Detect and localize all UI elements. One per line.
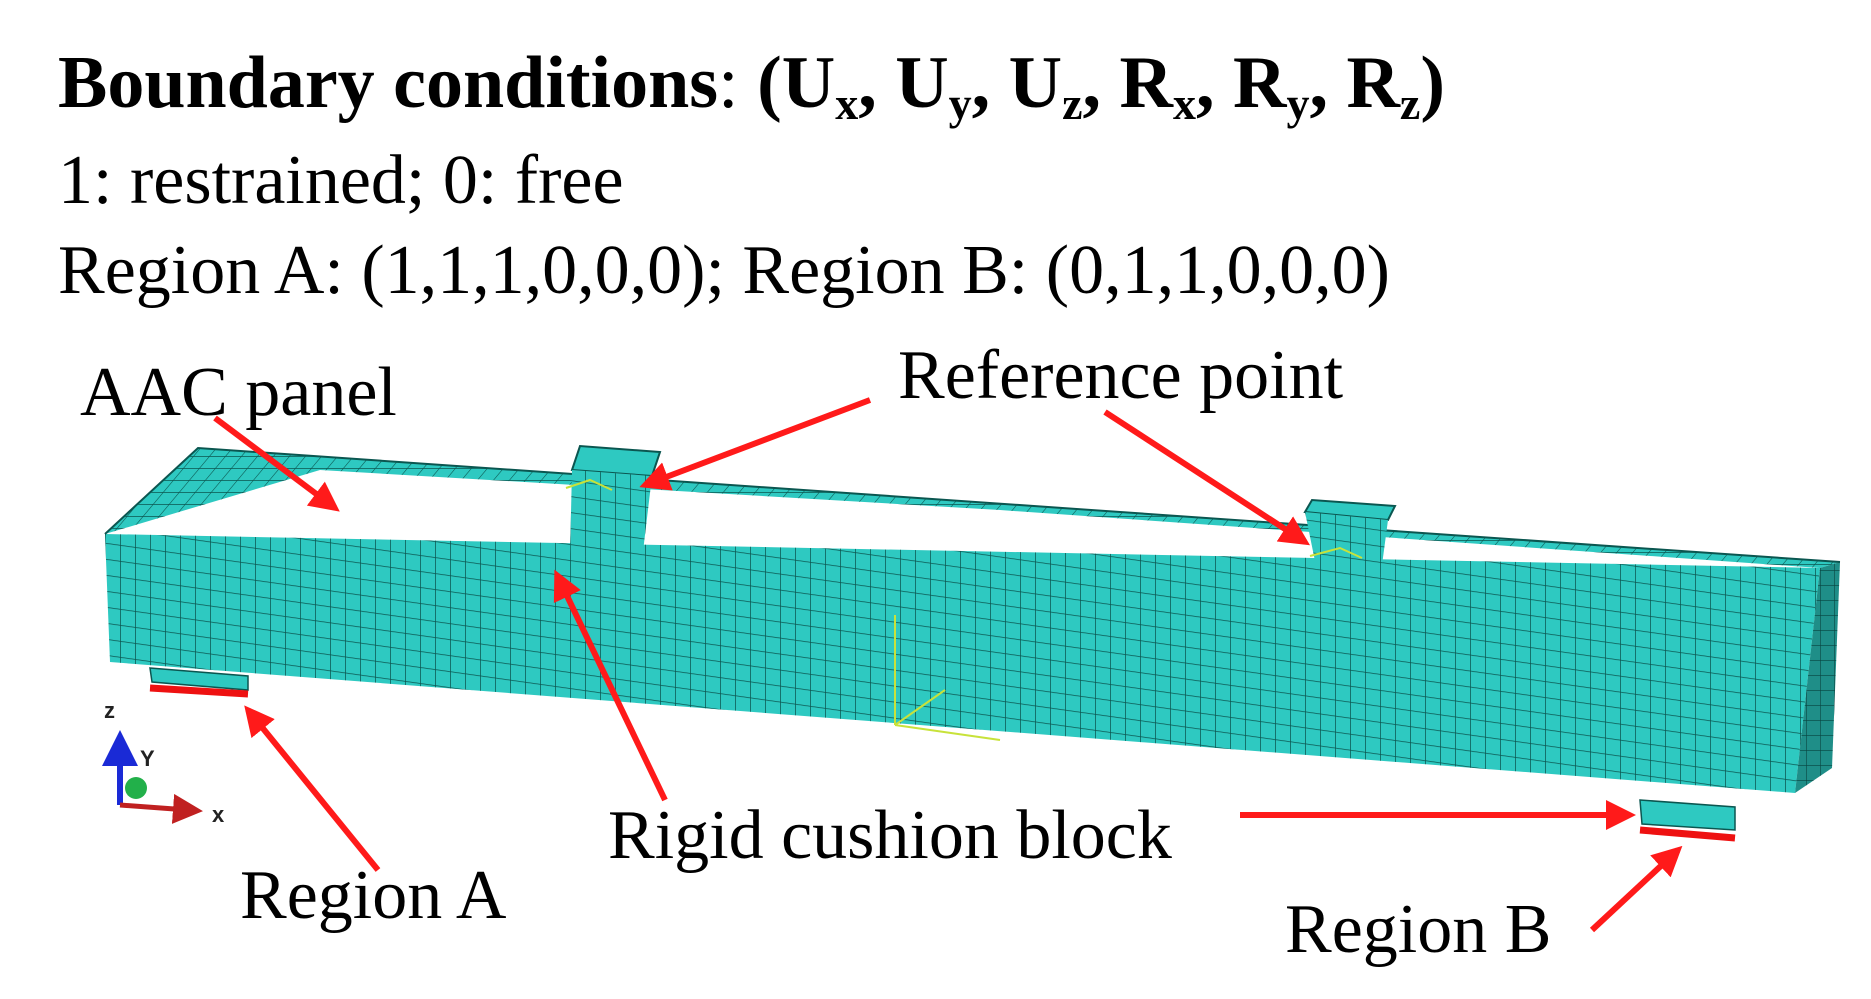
arrow-reference-point-right xyxy=(1103,409,1311,546)
dof-base: R xyxy=(1233,42,1287,124)
label-region-b: Region B xyxy=(1285,891,1551,968)
loading-block-right xyxy=(1303,498,1397,640)
arrow-reference-point-left xyxy=(639,397,872,491)
boundary-conditions-title: Boundary conditions: (Ux, Uy, Uz, Rx, Ry… xyxy=(58,40,1445,127)
dof-sep: , xyxy=(858,42,896,124)
arrow-region-a xyxy=(244,705,381,872)
region-conditions: Region A: (1,1,1,0,0,0); Region B: (0,1,… xyxy=(58,232,1390,309)
y-axis-dot xyxy=(125,777,147,799)
dof-symbol: Uz xyxy=(1008,42,1083,127)
arrow-aac-panel xyxy=(213,415,340,512)
z-axis-label: z xyxy=(104,698,115,723)
dof-sep: , xyxy=(1196,42,1233,124)
dof-sub: y xyxy=(1286,78,1310,129)
callout-arrows xyxy=(213,397,1683,933)
dof-base: R xyxy=(1119,42,1173,124)
dof-sub: z xyxy=(1062,78,1083,129)
dof-base: U xyxy=(895,42,949,124)
region-b-support-line xyxy=(1639,826,1736,842)
dof-sub: z xyxy=(1399,78,1421,129)
support-block-right xyxy=(1639,799,1736,831)
axis-triad: z Y x xyxy=(102,698,225,827)
dof-sep: , xyxy=(1082,42,1120,124)
internal-csys-marker xyxy=(894,615,1001,741)
dof-symbol: Uy xyxy=(895,42,971,127)
arrow-rigid-block-top xyxy=(553,569,668,802)
dof-base: U xyxy=(1008,42,1063,124)
dof-base: R xyxy=(1346,42,1400,124)
panel-end-face-grid xyxy=(1795,562,1840,793)
dof-sub: x xyxy=(1173,78,1196,129)
y-axis-label: Y xyxy=(140,746,155,771)
x-axis-label: x xyxy=(212,802,225,827)
dof-sub: x xyxy=(835,78,859,129)
dof-symbol: Rz xyxy=(1346,42,1420,127)
label-rigid-cushion-block: Rigid cushion block xyxy=(608,797,1172,874)
dof-symbol: Ry xyxy=(1233,42,1309,127)
label-reference-point: Reference point xyxy=(898,337,1344,414)
dof-open: ( xyxy=(757,42,782,124)
support-block-left xyxy=(149,667,249,691)
dof-sub: y xyxy=(948,78,972,129)
aac-panel-mesh xyxy=(104,446,1841,793)
panel-top-face-grid xyxy=(105,448,1840,568)
restraint-legend: 1: restrained; 0: free xyxy=(58,142,624,219)
arrow-region-b xyxy=(1589,845,1683,933)
dof-base: U xyxy=(781,42,836,124)
label-region-a: Region A xyxy=(240,857,507,934)
panel-front-face-grid xyxy=(105,534,1820,793)
dof-list: (Ux, Uy, Uz, Rx, Ry, Rz) xyxy=(757,42,1445,127)
dof-close: ) xyxy=(1420,42,1445,124)
dof-symbol: Rx xyxy=(1119,42,1196,127)
x-axis-line xyxy=(119,793,203,824)
title-bold: Boundary conditions xyxy=(58,42,719,124)
loading-block-left xyxy=(565,444,662,560)
region-a-support-line xyxy=(149,684,249,698)
dof-symbol: Ux xyxy=(781,42,858,127)
label-aac-panel: AAC panel xyxy=(80,354,397,431)
dof-sep: , xyxy=(971,42,1009,124)
title-colon: : xyxy=(718,42,758,124)
dof-sep: , xyxy=(1309,42,1347,124)
